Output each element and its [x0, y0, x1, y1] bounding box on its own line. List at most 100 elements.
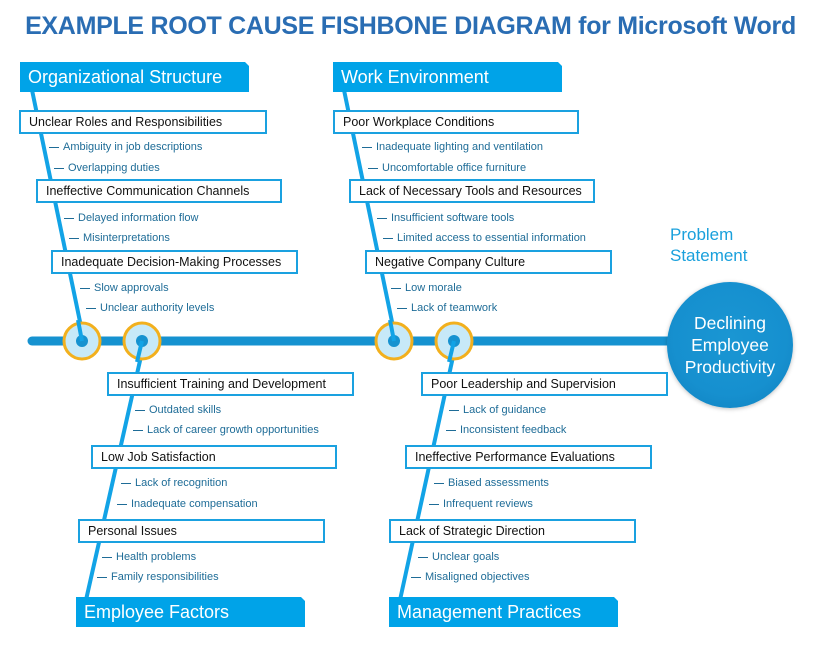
- subcause-text: Unclear goals: [432, 551, 500, 563]
- dash-icon: [449, 409, 459, 411]
- subcause: Uncomfortable office furniture: [368, 161, 526, 175]
- dash-icon: [133, 429, 143, 431]
- dash-icon: [69, 237, 79, 239]
- subcause: Unclear goals: [418, 550, 499, 564]
- subcause-text: Slow approvals: [94, 282, 169, 294]
- subcause-text: Infrequent reviews: [443, 498, 533, 510]
- subcause: Slow approvals: [80, 281, 169, 295]
- dash-icon: [383, 237, 393, 239]
- subcause-text: Health problems: [116, 551, 197, 563]
- subcause: Overlapping duties: [54, 161, 160, 175]
- subcause-text: Biased assessments: [448, 477, 549, 489]
- subcause-text: Ambiguity in job descriptions: [63, 141, 203, 153]
- cause-box: Poor Leadership and Supervision: [421, 372, 668, 396]
- problem-label-line: Statement: [670, 246, 748, 265]
- category-work-environment: Work Environment: [333, 62, 562, 92]
- dash-icon: [377, 217, 387, 219]
- subcause-text: Misinterpretations: [83, 232, 170, 244]
- subcause: Biased assessments: [434, 476, 549, 490]
- joint-management-practices: [434, 321, 474, 361]
- cause-box: Low Job Satisfaction: [91, 445, 337, 469]
- subcause-text: Limited access to essential information: [397, 232, 586, 244]
- subcause-text: Inadequate compensation: [131, 498, 258, 510]
- subcause: Outdated skills: [135, 403, 221, 417]
- bone-stub: [447, 340, 456, 363]
- subcause-text: Inadequate lighting and ventilation: [376, 141, 543, 153]
- dash-icon: [135, 409, 145, 411]
- dash-icon: [117, 503, 127, 505]
- dash-icon: [362, 146, 372, 148]
- subcause-text: Lack of guidance: [463, 404, 547, 416]
- subcause-text: Low morale: [405, 282, 462, 294]
- problem-label-line: Problem: [670, 225, 734, 244]
- subcause-text: Insufficient software tools: [391, 212, 515, 224]
- subcause-text: Misaligned objectives: [425, 571, 530, 583]
- bone-stub: [76, 319, 84, 342]
- subcause-text: Delayed information flow: [78, 212, 199, 224]
- subcause: Misaligned objectives: [411, 570, 530, 584]
- problem-statement-label: Problem Statement: [670, 224, 748, 266]
- subcause-text: Outdated skills: [149, 404, 222, 416]
- dash-icon: [418, 556, 428, 558]
- subcause-text: Lack of recognition: [135, 477, 228, 489]
- subcause: Limited access to essential information: [383, 231, 586, 245]
- dash-icon: [80, 287, 90, 289]
- category-organizational-structure: Organizational Structure: [20, 62, 249, 92]
- cause-box: Poor Workplace Conditions: [333, 110, 579, 134]
- dash-icon: [97, 576, 107, 578]
- dash-icon: [121, 482, 131, 484]
- cause-box: Lack of Strategic Direction: [389, 519, 636, 543]
- subcause: Low morale: [391, 281, 462, 295]
- subcause: Inconsistent feedback: [446, 423, 566, 437]
- subcause: Ambiguity in job descriptions: [49, 140, 202, 154]
- subcause: Family responsibilities: [97, 570, 219, 584]
- dash-icon: [429, 503, 439, 505]
- dash-icon: [368, 167, 378, 169]
- dash-icon: [86, 307, 96, 309]
- subcause: Misinterpretations: [69, 231, 170, 245]
- subcause: Lack of guidance: [449, 403, 546, 417]
- cause-box: Unclear Roles and Responsibilities: [19, 110, 267, 134]
- subcause-text: Lack of career growth opportunities: [147, 424, 319, 436]
- problem-text-line: Employee: [691, 335, 769, 355]
- dash-icon: [397, 307, 407, 309]
- dash-icon: [64, 217, 74, 219]
- bone-stub: [388, 319, 396, 342]
- dash-icon: [391, 287, 401, 289]
- subcause-text: Overlapping duties: [68, 162, 160, 174]
- cause-box: Lack of Necessary Tools and Resources: [349, 179, 595, 203]
- subcause-text: Lack of teamwork: [411, 302, 498, 314]
- dash-icon: [102, 556, 112, 558]
- subcause: Inadequate compensation: [117, 497, 258, 511]
- subcause: Unclear authority levels: [86, 301, 214, 315]
- category-employee-factors: Employee Factors: [76, 597, 305, 627]
- dash-icon: [49, 146, 59, 148]
- subcause: Insufficient software tools: [377, 211, 514, 225]
- cause-box: Personal Issues: [78, 519, 325, 543]
- subcause-text: Family responsibilities: [111, 571, 219, 583]
- cause-box: Ineffective Performance Evaluations: [405, 445, 652, 469]
- subcause: Lack of recognition: [121, 476, 227, 490]
- dash-icon: [434, 482, 444, 484]
- subcause: Delayed information flow: [64, 211, 198, 225]
- subcause: Infrequent reviews: [429, 497, 533, 511]
- cause-box: Negative Company Culture: [365, 250, 612, 274]
- cause-box: Insufficient Training and Development: [107, 372, 354, 396]
- subcause: Lack of teamwork: [397, 301, 497, 315]
- subcause: Inadequate lighting and ventilation: [362, 140, 543, 154]
- cause-box: Inadequate Decision-Making Processes: [51, 250, 298, 274]
- category-management-practices: Management Practices: [389, 597, 618, 627]
- problem-text-line: Productivity: [684, 357, 776, 377]
- subcause-text: Unclear authority levels: [100, 302, 215, 314]
- dash-icon: [446, 429, 456, 431]
- subcause: Lack of career growth opportunities: [133, 423, 319, 437]
- problem-text-line: Declining: [694, 313, 766, 333]
- dash-icon: [54, 167, 64, 169]
- cause-box: Ineffective Communication Channels: [36, 179, 282, 203]
- subcause-text: Inconsistent feedback: [460, 424, 567, 436]
- subcause-text: Uncomfortable office furniture: [382, 162, 527, 174]
- dash-icon: [411, 576, 421, 578]
- problem-statement-circle: Declining Employee Productivity: [667, 282, 793, 408]
- subcause: Health problems: [102, 550, 196, 564]
- bone-stub: [135, 340, 144, 363]
